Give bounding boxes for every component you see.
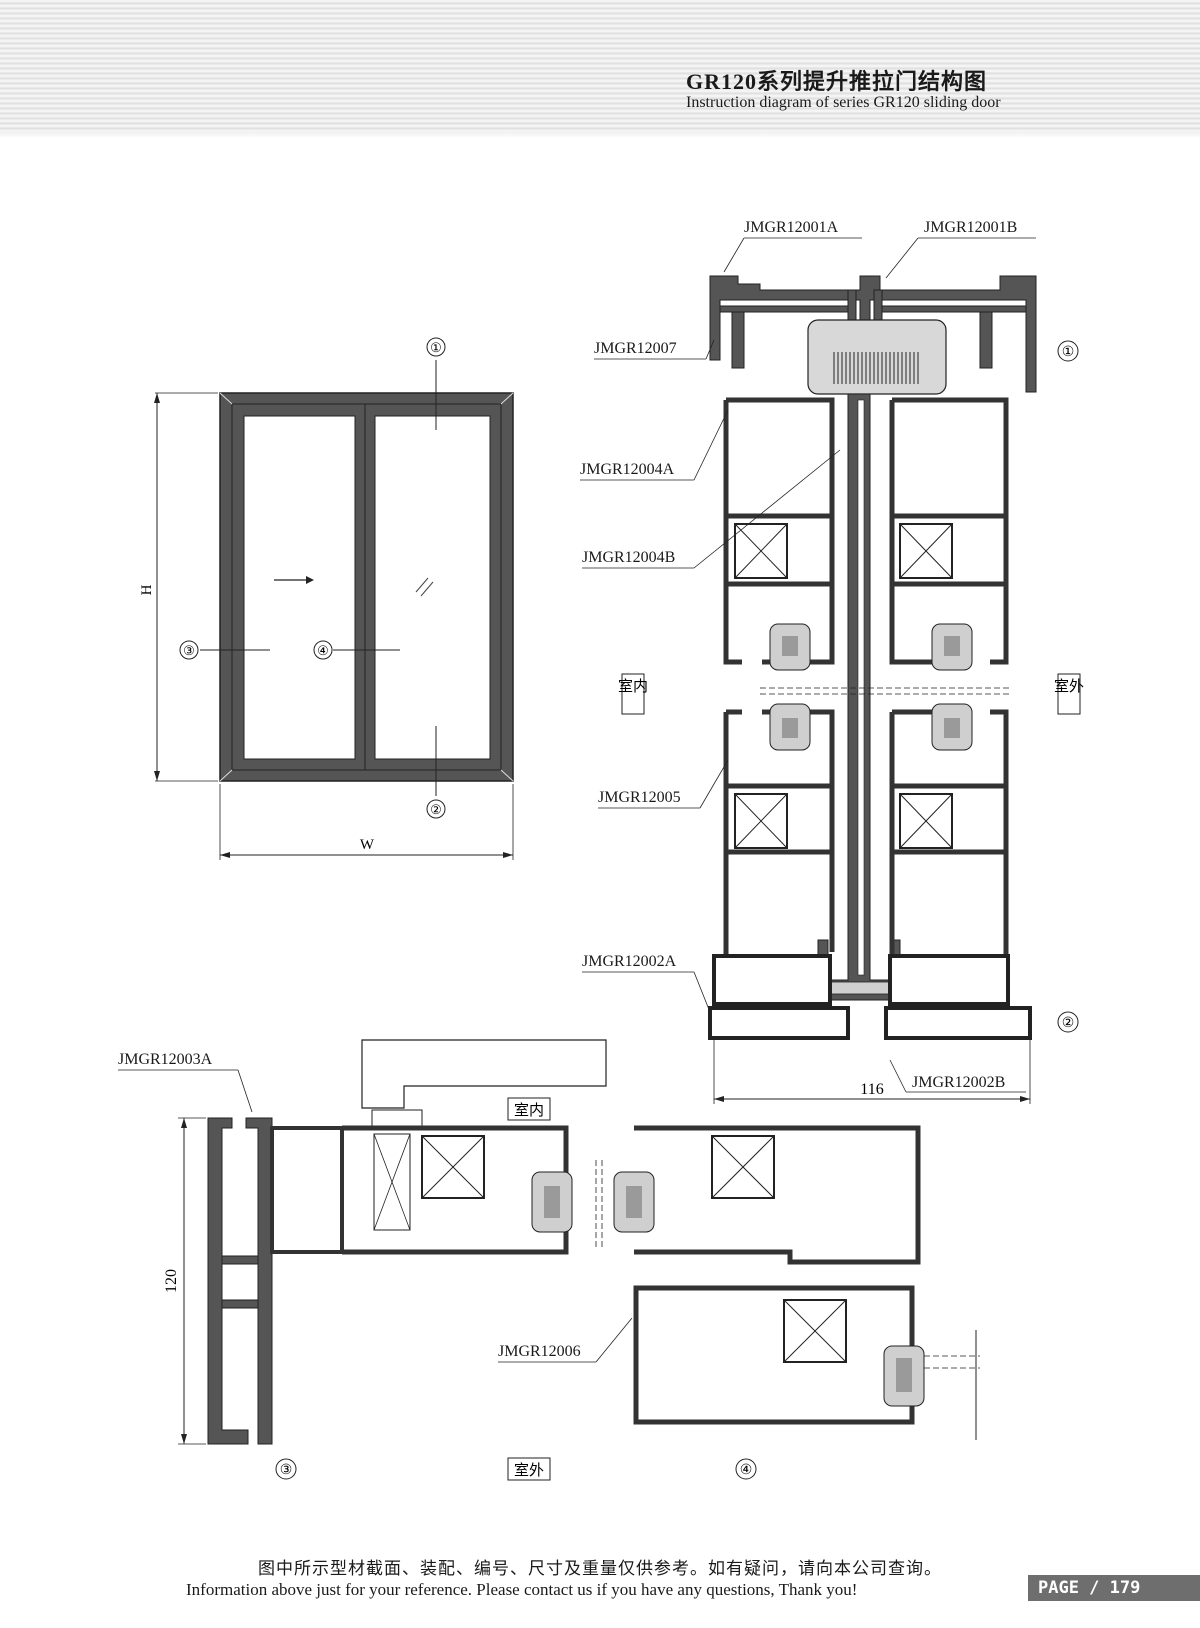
svg-text:①: ① (430, 340, 442, 355)
marker-1-vertical: ① (1057, 340, 1079, 362)
side-inside-horizontal: 室内 (514, 1102, 544, 1119)
label-jmgr12007: JMGR12007 (594, 340, 677, 357)
svg-text:④: ④ (317, 643, 329, 658)
header-band (0, 0, 1200, 138)
side-outside-horizontal: 室外 (514, 1462, 544, 1479)
footer-note-en: Information above just for your referenc… (186, 1580, 858, 1599)
horizontal-section: 120 JMGR12003A JMGR12006 室内 室外 ③ ④ (118, 1039, 980, 1481)
right-glass (374, 415, 491, 760)
label-jmgr12005: JMGR12005 (598, 789, 681, 806)
footer-note-zh: 图中所示型材截面、装配、编号、尺寸及重量仅供参考。如有疑问，请向本公司查询。 (258, 1559, 942, 1579)
label-jmgr12004b: JMGR12004B (582, 549, 675, 566)
label-jmgr12003a: JMGR12003A (118, 1051, 213, 1068)
side-outside-vertical-1: 室外 (1054, 678, 1084, 695)
svg-text:②: ② (1062, 1016, 1075, 1031)
label-jmgr12001a: JMGR12001A (744, 219, 839, 236)
svg-text:②: ② (430, 802, 442, 817)
label-jmgr12002a: JMGR12002A (582, 953, 677, 970)
side-inside-vertical-1: 室内 (618, 678, 648, 695)
marker-3-elevation: ③ (179, 640, 199, 660)
svg-text:④: ④ (740, 1463, 753, 1478)
label-jmgr12002b: JMGR12002B (912, 1074, 1005, 1091)
label-jmgr12006: JMGR12006 (498, 1343, 581, 1360)
elevation-view: ① ② ③ ④ H W (139, 337, 514, 860)
slide-arrow-icon (306, 576, 314, 584)
svg-text:③: ③ (183, 643, 195, 658)
dim-depth-116: 116 (860, 1081, 883, 1098)
marker-1-elevation: ① (426, 337, 446, 357)
page-title-en: Instruction diagram of series GR120 slid… (686, 94, 1001, 111)
page-number-badge: PAGE / 179 (1028, 1575, 1200, 1601)
marker-4-elevation: ④ (313, 640, 333, 660)
svg-text:③: ③ (280, 1463, 293, 1478)
handle-icon (361, 1039, 607, 1109)
dim-height-label: H (139, 584, 155, 595)
vertical-section: 116 JMGR12001A JMGR12001B JMGR12007 JMGR… (580, 219, 1084, 1104)
marker-4-horizontal: ④ (735, 1458, 757, 1480)
svg-text:①: ① (1062, 345, 1075, 360)
marker-2-elevation: ② (426, 799, 446, 819)
label-jmgr12001b: JMGR12001B (924, 219, 1017, 236)
marker-2-vertical: ② (1057, 1011, 1079, 1033)
dim-width-label: W (360, 837, 375, 853)
label-jmgr12004a: JMGR12004A (580, 461, 675, 478)
left-glass (243, 415, 356, 760)
page-title-zh: GR120系列提升推拉门结构图 (686, 69, 988, 94)
marker-3-horizontal: ③ (275, 1458, 297, 1480)
dim-depth-120: 120 (163, 1269, 180, 1293)
